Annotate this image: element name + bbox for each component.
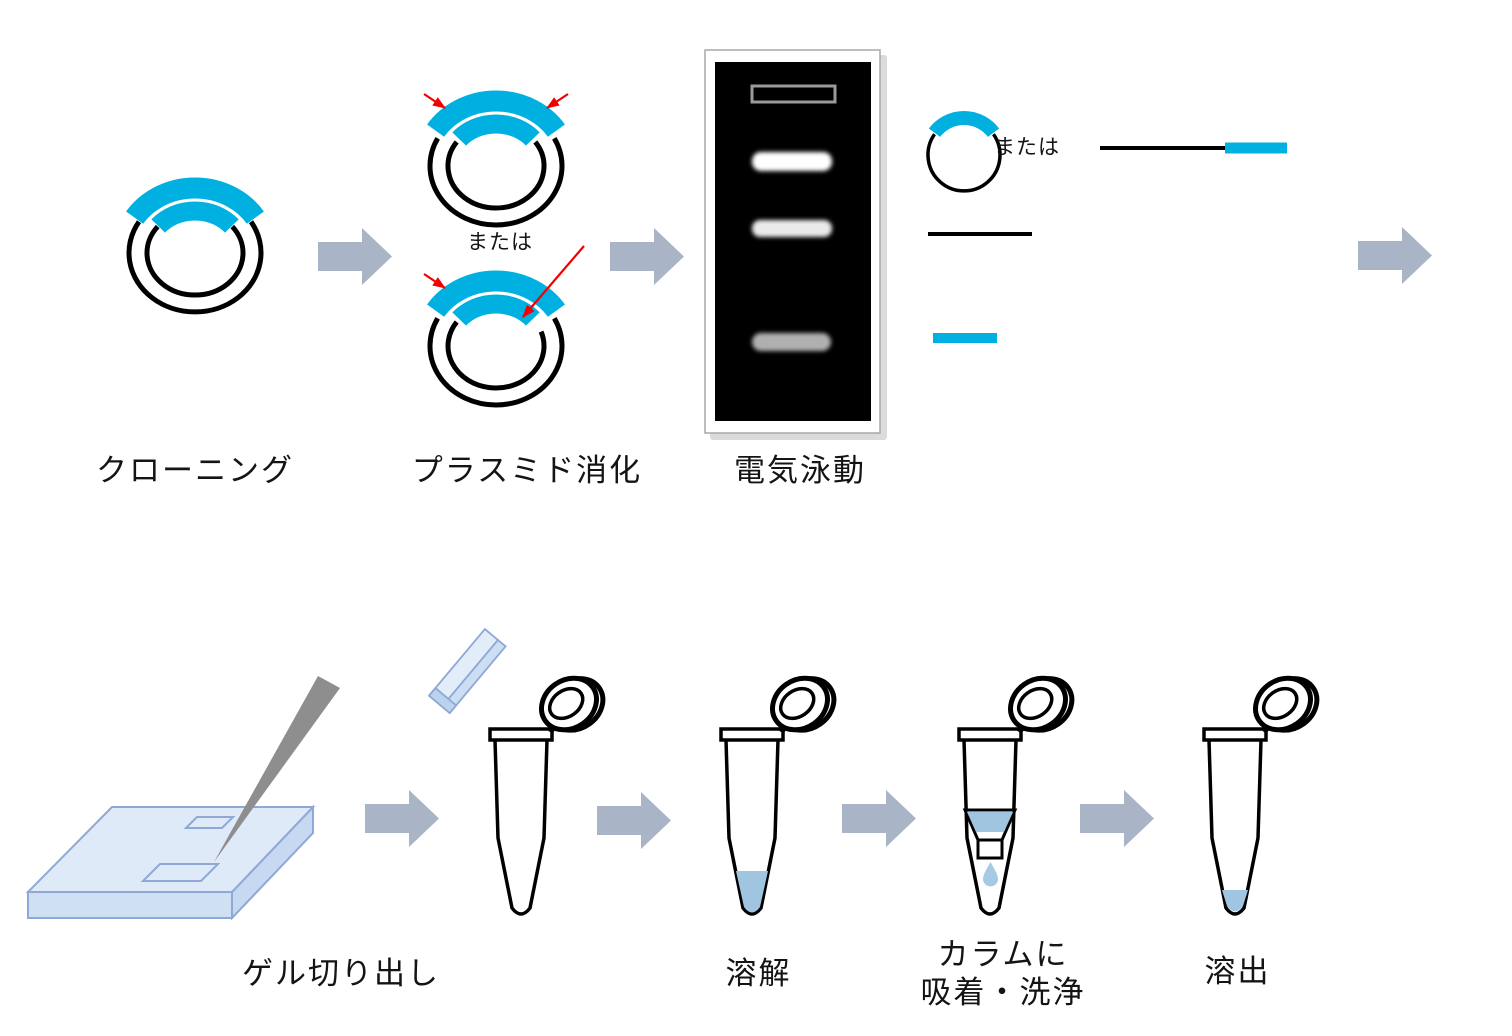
plasmid-icon xyxy=(126,177,264,315)
step-label-column: カラムに 吸着・洗浄 xyxy=(873,936,1133,1012)
cut-arrow-icon xyxy=(546,93,569,109)
step-label-electrophoresis: 電気泳動 xyxy=(734,453,866,488)
step-label-column-line1: カラムに xyxy=(937,937,1069,972)
nicked-plasmid-icon xyxy=(926,111,1002,193)
flow-arrow-icon xyxy=(1358,227,1432,284)
microtube-icon xyxy=(476,674,616,934)
step-label-digestion: プラスミド消化 xyxy=(411,453,643,488)
cut-plasmid-icon xyxy=(423,90,585,408)
gel-slab-icon xyxy=(25,627,507,921)
cut-arrow-icon xyxy=(423,273,446,289)
eluted-liquid xyxy=(1222,890,1248,912)
flow-arrow-icon xyxy=(597,792,671,849)
gel-lane xyxy=(715,62,871,421)
scalpel-icon xyxy=(214,676,340,862)
insert-outer-arc xyxy=(126,177,264,225)
step-label-cloning: クローニング xyxy=(96,453,294,488)
step-label-column-line2: 吸着・洗浄 xyxy=(920,975,1086,1010)
dissolved-gel-liquid xyxy=(736,871,768,913)
digested-plasmid-single-cut xyxy=(427,270,565,408)
gel-photo-icon xyxy=(704,49,887,440)
plasmid-inner-strand xyxy=(144,224,246,298)
linear-fragment-insert xyxy=(1225,142,1287,154)
or-label: または xyxy=(467,231,533,254)
step-label-dissolve: 溶解 xyxy=(725,956,792,991)
flow-arrow-icon xyxy=(318,228,392,285)
digested-plasmid-double-cut xyxy=(427,90,565,228)
gel-slab-front-face xyxy=(27,891,233,919)
gel-well xyxy=(750,84,837,104)
flow-arrow-icon xyxy=(610,228,684,285)
step-label-gel-excision: ゲル切り出し xyxy=(242,956,440,991)
column-outlet xyxy=(976,838,1004,860)
gel-slice-icon xyxy=(427,627,507,715)
microtube-icon xyxy=(707,674,847,934)
or-label: または xyxy=(994,136,1060,159)
insert-inner-arc xyxy=(151,201,239,233)
insert-band-icon xyxy=(933,333,997,343)
droplet-icon xyxy=(983,862,998,887)
flow-arrow-icon xyxy=(365,790,439,847)
cut-arrow-icon xyxy=(423,93,446,109)
column-liquid xyxy=(967,812,1013,832)
plasmid-outer-strand xyxy=(126,220,264,315)
flow-arrow-icon xyxy=(842,790,916,847)
microtube-icon xyxy=(1190,674,1330,934)
gel-slot-cut xyxy=(140,863,221,882)
digestion-products xyxy=(926,111,1287,343)
gel-band-2 xyxy=(752,220,832,237)
gel-slab-top-face xyxy=(25,806,316,893)
step-label-elution: 溶出 xyxy=(1204,954,1271,989)
gel-band-1 xyxy=(752,152,832,171)
cut-arrow-icon xyxy=(522,245,585,318)
gel-slot-upper xyxy=(183,816,236,829)
flow-arrow-icon xyxy=(1080,790,1154,847)
spin-column-icon xyxy=(945,674,1085,934)
gel-band-3 xyxy=(752,333,831,351)
